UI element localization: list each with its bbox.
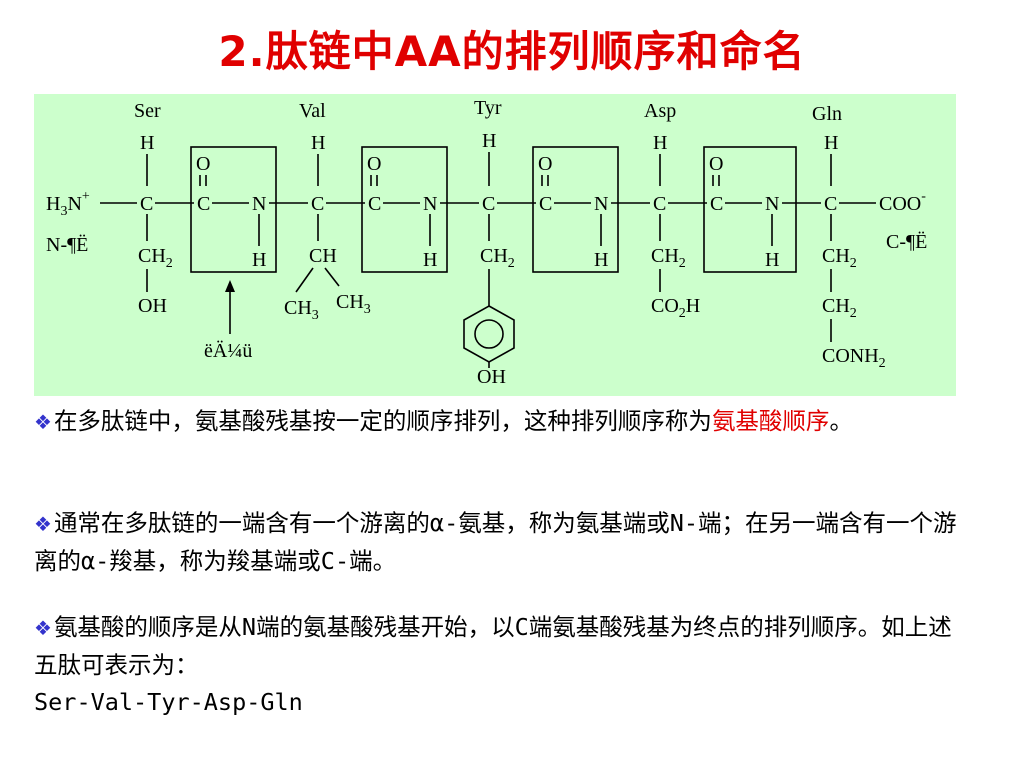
residue-asp: Asp bbox=[644, 100, 676, 122]
diamond-bullet-icon: ❖ bbox=[34, 410, 52, 434]
alpha-h-4: H bbox=[653, 132, 667, 154]
c-terminus: COO- bbox=[879, 189, 926, 215]
carbonyl-o-1: O bbox=[196, 153, 210, 175]
n-terminus: H3N+ bbox=[46, 189, 90, 219]
residue-gln: Gln bbox=[812, 103, 842, 125]
peptide-structure-diagram: Ser Val Tyr Asp Gln H H H H H O O O O H3… bbox=[34, 94, 956, 396]
gln-ch2-b: CH2 bbox=[822, 295, 857, 321]
amide-h-1: H bbox=[252, 249, 266, 271]
amide-h-2: H bbox=[423, 249, 437, 271]
svg-text:C: C bbox=[197, 193, 210, 215]
paragraph-1: ❖在多肽链中，氨基酸残基按一定的顺序排列，这种排列顺序称为氨基酸顺序。 bbox=[34, 407, 853, 435]
svg-text:C: C bbox=[140, 193, 153, 215]
c-terminal-label: C-¶Ë bbox=[886, 230, 927, 253]
tyr-ch2: CH2 bbox=[480, 245, 515, 271]
peptide-bond-box-2 bbox=[361, 146, 448, 273]
diamond-bullet-icon: ❖ bbox=[34, 512, 52, 536]
svg-text:C: C bbox=[311, 193, 324, 215]
svg-text:N: N bbox=[252, 193, 266, 215]
svg-text:C: C bbox=[824, 193, 837, 215]
residue-tyr: Tyr bbox=[474, 97, 502, 119]
val-ch3-b: CH3 bbox=[336, 291, 371, 317]
carbonyl-o-3: O bbox=[538, 153, 552, 175]
alpha-h-5: H bbox=[824, 132, 838, 154]
n-terminal-label: N-¶Ë bbox=[46, 233, 88, 256]
residue-ser: Ser bbox=[134, 100, 161, 122]
alpha-h-1: H bbox=[140, 132, 154, 154]
benzene-ring-icon bbox=[463, 305, 515, 363]
ser-oh: OH bbox=[138, 295, 167, 317]
svg-text:N: N bbox=[765, 193, 779, 215]
amide-h-3: H bbox=[594, 249, 608, 271]
carbonyl-o-2: O bbox=[367, 153, 381, 175]
peptide-bond-box-1 bbox=[190, 146, 277, 273]
carbonyl-o-4: O bbox=[709, 153, 723, 175]
svg-text:N: N bbox=[594, 193, 608, 215]
svg-text:C: C bbox=[710, 193, 723, 215]
svg-text:C: C bbox=[539, 193, 552, 215]
arrow-label: ëÄ¼ü bbox=[204, 339, 252, 362]
svg-text:C: C bbox=[653, 193, 666, 215]
amide-h-4: H bbox=[765, 249, 779, 271]
paragraph-3: ❖氨基酸的顺序是从N端的氨基酸残基开始，以C端氨基酸残基为终点的排列顺序。如上述… bbox=[34, 613, 952, 716]
val-ch: CH bbox=[309, 245, 337, 267]
asp-ch2: CH2 bbox=[651, 245, 686, 271]
slide-title: 2.肽链中AA的排列顺序和命名 bbox=[218, 27, 806, 76]
alpha-h-2: H bbox=[311, 132, 325, 154]
ser-ch2: CH2 bbox=[138, 245, 173, 271]
val-ch3-a: CH3 bbox=[284, 297, 319, 323]
peptide-sequence: Ser-Val-Tyr-Asp-Gln bbox=[34, 688, 303, 716]
asp-co2h: CO2H bbox=[651, 295, 700, 321]
paragraph-2: ❖通常在多肽链的一端含有一个游离的α-氨基，称为氨基端或N-端；在另一端含有一个… bbox=[34, 509, 957, 575]
gln-conh2: CONH2 bbox=[822, 345, 886, 371]
residue-val: Val bbox=[299, 100, 326, 122]
alpha-h-3: H bbox=[482, 130, 496, 152]
svg-text:C: C bbox=[482, 193, 495, 215]
svg-text:N: N bbox=[423, 193, 437, 215]
svg-text:C: C bbox=[368, 193, 381, 215]
amino-acid-sequence-term: 氨基酸顺序 bbox=[711, 407, 830, 435]
tyr-oh: OH bbox=[477, 366, 506, 388]
peptide-bond-box-4 bbox=[703, 146, 797, 273]
diamond-bullet-icon: ❖ bbox=[34, 616, 52, 640]
peptide-bond-box-3 bbox=[532, 146, 619, 273]
gln-ch2-a: CH2 bbox=[822, 245, 857, 271]
